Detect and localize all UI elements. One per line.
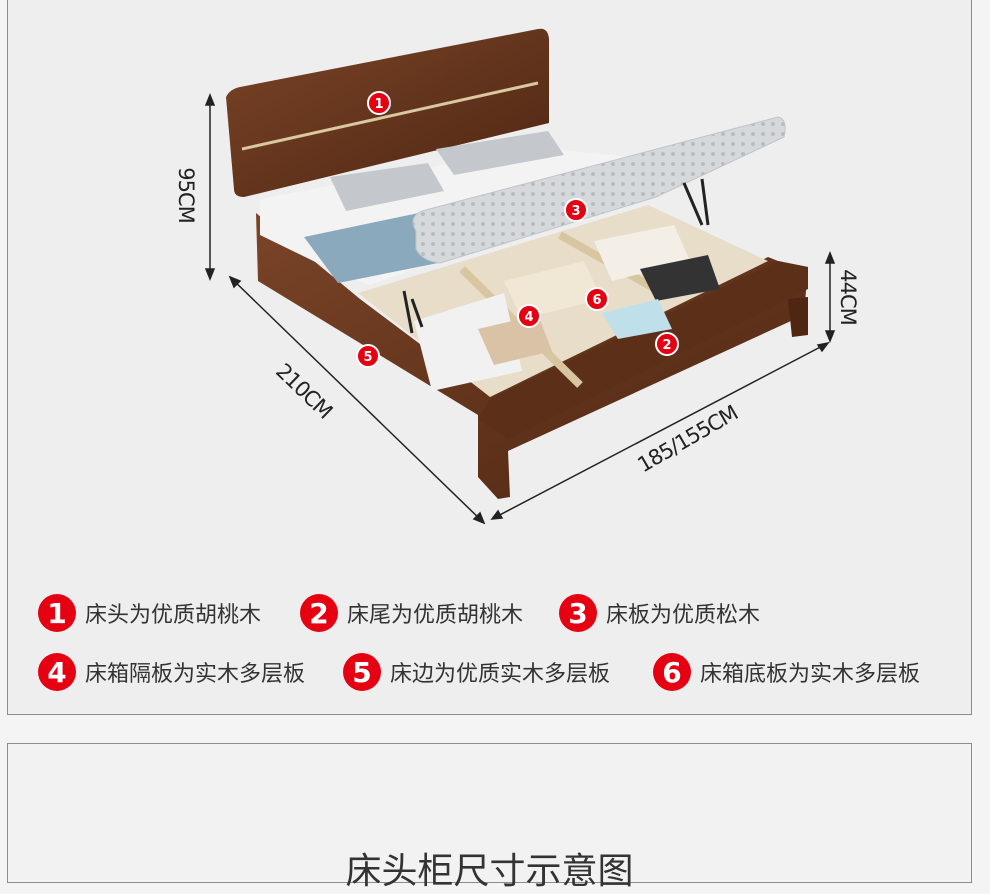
legend-item-4: 4 床箱隔板为实木多层板 <box>38 653 305 691</box>
legend-text: 床箱隔板为实木多层板 <box>85 662 306 687</box>
legend-number-badge: 5 <box>343 653 381 691</box>
headboard <box>226 28 549 198</box>
dimension-lines <box>204 92 836 525</box>
blanket <box>304 211 448 283</box>
pillow <box>436 131 564 175</box>
footboard <box>478 261 808 439</box>
legend-text: 床板为优质松木 <box>606 603 761 628</box>
section-title: 床头柜尺寸示意图 <box>345 851 634 892</box>
bed-illustration: 1 2 3 4 5 6 <box>204 28 836 525</box>
marker-3: 3 <box>564 198 588 222</box>
pillow <box>330 163 444 211</box>
product-diagram-panel: 1 2 3 4 5 6 95CM 44CM 210CM 185/155CM 1 … <box>7 0 972 715</box>
legend-item-6: 6 床箱底板为实木多层板 <box>653 653 920 691</box>
marker-5: 5 <box>356 344 380 368</box>
legend-item-3: 3 床板为优质松木 <box>559 594 760 632</box>
legend-text: 床尾为优质胡桃木 <box>347 603 524 628</box>
marker-6: 6 <box>585 287 609 311</box>
height-dimension-label: 95CM <box>173 167 198 223</box>
svg-text:5: 5 <box>363 350 372 365</box>
svg-text:2: 2 <box>662 338 671 353</box>
legend-number-badge: 4 <box>38 653 76 691</box>
svg-text:4: 4 <box>524 310 533 325</box>
legend-text: 床边为优质实木多层板 <box>390 662 611 687</box>
legend-number-badge: 6 <box>653 653 691 691</box>
svg-text:6: 6 <box>592 293 601 308</box>
legend-item-1: 1 床头为优质胡桃木 <box>38 594 261 632</box>
bed-frame <box>256 213 808 499</box>
side-height-dimension-label: 44CM <box>835 269 860 325</box>
svg-text:1: 1 <box>374 97 383 112</box>
legend-item-5: 5 床边为优质实木多层板 <box>343 653 610 691</box>
marker-1: 1 <box>367 91 391 115</box>
marker-2: 2 <box>655 332 679 356</box>
svg-text:3: 3 <box>571 204 580 219</box>
folded-clothes <box>414 293 522 391</box>
headboard-inlay <box>241 81 539 151</box>
legend-text: 床头为优质胡桃木 <box>85 603 262 628</box>
bed-board-lifted <box>412 116 786 264</box>
legend-item-2: 2 床尾为优质胡桃木 <box>300 594 523 632</box>
bed-leg <box>788 297 808 337</box>
legend-text: 床箱底板为实木多层板 <box>700 662 921 687</box>
towels <box>602 299 672 339</box>
marker-4: 4 <box>517 304 541 328</box>
dark-item <box>640 255 720 301</box>
legend-number-badge: 2 <box>300 594 338 632</box>
hydraulic-struts <box>402 178 710 334</box>
gift-box <box>478 315 552 365</box>
nightstand-section-panel: 床头柜尺寸示意图 <box>7 743 972 892</box>
legend-number-badge: 3 <box>559 594 597 632</box>
legend-number-badge: 1 <box>38 594 76 632</box>
